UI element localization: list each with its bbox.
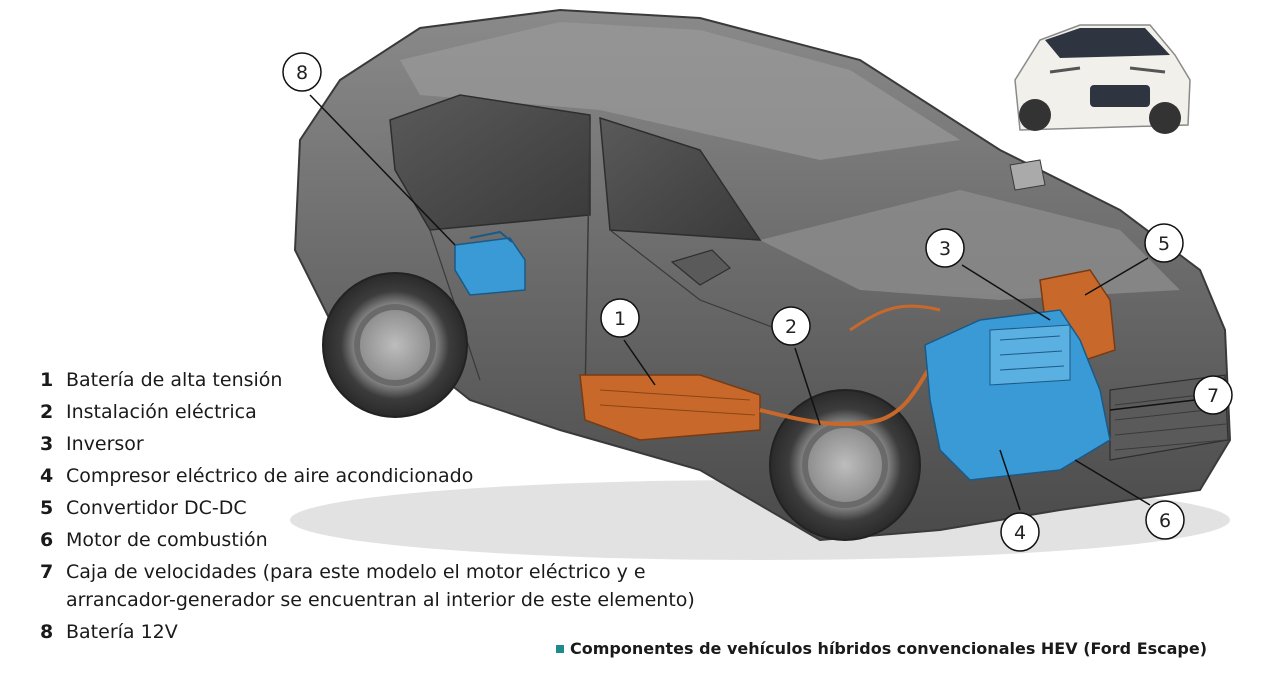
callout-6: 6 bbox=[1145, 500, 1185, 540]
callout-8: 8 bbox=[282, 52, 322, 92]
callout-4: 4 bbox=[1000, 512, 1040, 552]
legend-item: 1 Batería de alta tensión bbox=[40, 366, 740, 394]
legend-label: Convertidor DC-DC bbox=[66, 497, 247, 519]
legend-label: Compresor eléctrico de aire acondicionad… bbox=[66, 465, 474, 487]
legend-number: 8 bbox=[40, 621, 54, 643]
legend-item: 4 Compresor eléctrico de aire acondicion… bbox=[40, 462, 740, 490]
inset-car-photo bbox=[1000, 5, 1200, 145]
svg-text:6: 6 bbox=[1159, 510, 1171, 532]
legend-item: 5 Convertidor DC-DC bbox=[40, 494, 740, 522]
legend-item: 2 Instalación eléctrica bbox=[40, 398, 740, 426]
legend-label: Batería 12V bbox=[66, 621, 178, 643]
legend-number: 6 bbox=[40, 529, 54, 551]
leader-lines bbox=[309, 94, 1196, 511]
svg-text:5: 5 bbox=[1158, 233, 1170, 255]
legend-label: Instalación eléctrica bbox=[66, 401, 257, 423]
figure-caption: Componentes de vehículos híbridos conven… bbox=[556, 639, 1256, 658]
svg-text:1: 1 bbox=[614, 308, 626, 330]
svg-text:2: 2 bbox=[785, 316, 797, 338]
legend-number: 7 bbox=[40, 561, 54, 583]
legend-number: 4 bbox=[40, 465, 54, 487]
legend-label: Inversor bbox=[66, 433, 144, 455]
svg-text:3: 3 bbox=[939, 238, 951, 260]
legend-number: 1 bbox=[40, 369, 54, 391]
battery-12v-illustration bbox=[454, 230, 526, 296]
legend-label: Batería de alta tensión bbox=[66, 369, 283, 391]
legend-item: 7 Caja de velocidades (para este modelo … bbox=[40, 558, 740, 614]
legend-label: Motor de combustión bbox=[66, 529, 268, 551]
callout-5: 5 bbox=[1144, 223, 1184, 263]
legend-item: 6 Motor de combustión bbox=[40, 526, 740, 554]
car-illustration bbox=[290, 8, 1232, 560]
svg-text:4: 4 bbox=[1014, 522, 1026, 544]
legend-item: 8 Batería 12V bbox=[40, 618, 740, 646]
legend-item: 3 Inversor bbox=[40, 430, 740, 458]
legend-number: 2 bbox=[40, 401, 54, 423]
svg-text:7: 7 bbox=[1207, 385, 1219, 407]
component-legend: 1 Batería de alta tensión 2 Instalación … bbox=[40, 366, 740, 650]
legend-label: Caja de velocidades (para este modelo el… bbox=[66, 561, 695, 611]
callout-7: 7 bbox=[1193, 375, 1233, 415]
engine-block bbox=[924, 309, 1111, 481]
legend-number: 5 bbox=[40, 497, 54, 519]
callout-1: 1 bbox=[600, 298, 640, 338]
caption-square-icon bbox=[556, 644, 564, 653]
callout-2: 2 bbox=[771, 306, 811, 346]
callout-3: 3 bbox=[925, 228, 965, 268]
legend-number: 3 bbox=[40, 433, 54, 455]
svg-text:8: 8 bbox=[296, 62, 308, 84]
caption-text: Componentes de vehículos híbridos conven… bbox=[570, 639, 1208, 658]
